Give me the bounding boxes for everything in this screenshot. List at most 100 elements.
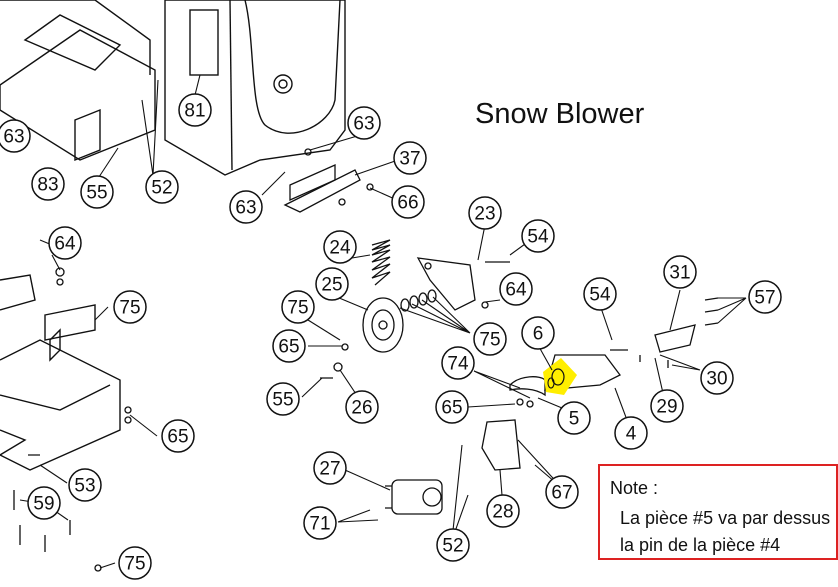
callout-circle [486, 494, 520, 528]
callout-63: 63 [229, 190, 263, 224]
callout-circle [272, 329, 306, 363]
callout-number: 75 [119, 298, 140, 319]
callout-number: 54 [527, 227, 549, 248]
callout-circle [31, 167, 65, 201]
callout-52: 52 [436, 528, 470, 562]
callout-30: 30 [700, 361, 734, 395]
callout-number: 4 [626, 424, 637, 445]
callout-circle [347, 106, 381, 140]
callout-63: 63 [0, 119, 31, 153]
callout-number: 71 [309, 514, 330, 535]
note-box: Note : La pièce #5 va par dessus la pin … [598, 464, 838, 560]
callout-circle [521, 219, 555, 253]
callout-circle [521, 316, 555, 350]
callout-number: 55 [86, 183, 107, 204]
callout-circle [393, 141, 427, 175]
callout-number: 65 [441, 398, 462, 419]
callout-5: 5 [557, 401, 591, 435]
diagram-title: Snow Blower [475, 98, 645, 130]
callout-circle [161, 419, 195, 453]
callout-circle [436, 528, 470, 562]
callout-number: 54 [589, 285, 611, 306]
machine-housing [0, 0, 346, 471]
callout-circle [545, 475, 579, 509]
callout-number: 64 [505, 280, 527, 301]
note-line-1: La pièce #5 va par dessus [620, 508, 831, 528]
callout-circle [145, 170, 179, 204]
callout-57: 57 [748, 280, 782, 314]
callout-66: 66 [391, 185, 425, 219]
callout-circle [557, 401, 591, 435]
callout-number: 81 [184, 101, 205, 122]
exploded-view-drawing: 6381633783555263666423542475256454315775… [0, 0, 782, 580]
callout-circle [68, 468, 102, 502]
callout-65: 65 [272, 329, 306, 363]
callout-number: 29 [656, 397, 677, 418]
callout-number: 27 [319, 459, 340, 480]
callout-54: 54 [583, 277, 617, 311]
callout-number: 31 [669, 263, 690, 284]
callout-number: 66 [397, 193, 418, 214]
callout-27: 27 [313, 451, 347, 485]
callout-number: 63 [3, 127, 24, 148]
callout-circle [303, 506, 337, 540]
callout-number: 30 [706, 369, 727, 390]
callout-59: 59 [27, 486, 61, 520]
callout-83: 83 [31, 167, 65, 201]
callout-circle [614, 416, 648, 450]
callout-75: 75 [281, 290, 315, 324]
callout-circle [281, 290, 315, 324]
callout-number: 6 [533, 324, 544, 345]
callout-circle [0, 119, 31, 153]
callout-circle [323, 230, 357, 264]
callout-number: 74 [447, 354, 469, 375]
callout-number: 63 [353, 114, 374, 135]
callout-number: 53 [74, 476, 95, 497]
callout-number: 25 [321, 275, 342, 296]
note-line-2: la pin de la pièce #4 [620, 535, 781, 555]
callout-circle [748, 280, 782, 314]
note-title: Note : [610, 478, 659, 498]
callout-circle [650, 389, 684, 423]
callout-75: 75 [118, 546, 152, 580]
callout-number: 64 [54, 234, 76, 255]
callout-number: 57 [754, 288, 775, 309]
callout-64: 64 [48, 226, 82, 260]
callout-54: 54 [521, 219, 555, 253]
callout-26: 26 [345, 390, 379, 424]
callout-circle [113, 290, 147, 324]
callout-75: 75 [473, 322, 507, 356]
callout-number: 28 [492, 502, 513, 523]
callout-circle [441, 346, 475, 380]
callout-29: 29 [650, 389, 684, 423]
callout-number: 24 [329, 238, 351, 259]
callout-circle [313, 451, 347, 485]
callout-55: 55 [266, 382, 300, 416]
callout-31: 31 [663, 255, 697, 289]
callout-circle [468, 196, 502, 230]
callout-number: 52 [442, 536, 463, 557]
callout-number: 75 [124, 554, 145, 575]
highlight-marker [543, 358, 577, 395]
callout-number: 83 [37, 175, 58, 196]
callout-6: 6 [521, 316, 555, 350]
callout-65: 65 [435, 390, 469, 424]
callout-circle [118, 546, 152, 580]
callout-circle [345, 390, 379, 424]
callout-75: 75 [113, 290, 147, 324]
callout-circle [27, 486, 61, 520]
callout-number: 63 [235, 198, 256, 219]
callout-number: 26 [351, 398, 372, 419]
callout-81: 81 [178, 93, 212, 127]
callout-number: 55 [272, 390, 293, 411]
callout-37: 37 [393, 141, 427, 175]
callout-number: 67 [551, 483, 572, 504]
callout-number: 75 [479, 330, 500, 351]
callout-number: 5 [569, 409, 580, 430]
callout-25: 25 [315, 267, 349, 301]
callout-28: 28 [486, 494, 520, 528]
callout-circle [473, 322, 507, 356]
callout-24: 24 [323, 230, 357, 264]
callout-circle [435, 390, 469, 424]
callout-number: 23 [474, 204, 495, 225]
